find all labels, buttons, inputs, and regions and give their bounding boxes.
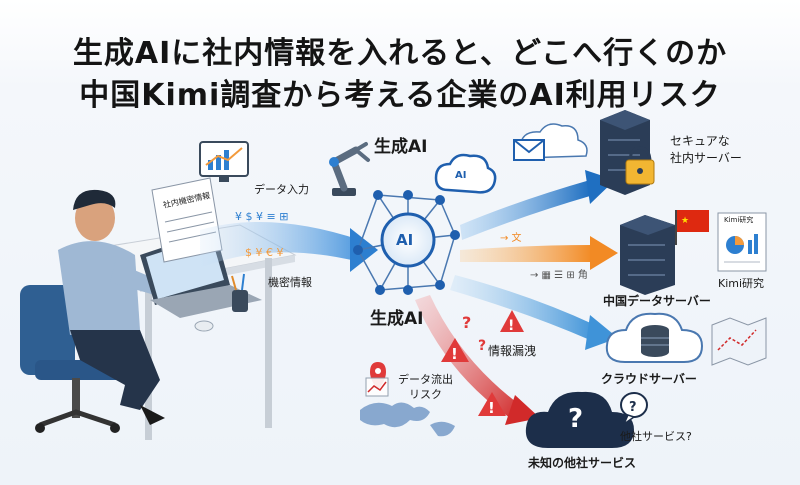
china-server-label: 中国データサーバー (603, 294, 711, 308)
gen-ai-bottom-label: 生成AI (370, 309, 424, 329)
monitor-chart-icon (199, 141, 249, 182)
cloud-server-label: クラウドサーバー (601, 372, 697, 386)
robot-arm-icon (329, 142, 370, 196)
leak-risk-label: データ流出 リスク (398, 373, 453, 401)
confidential-info-label: 機密情報 (268, 276, 312, 289)
svg-text:¥ $ ¥ ≡ ⊞: ¥ $ ¥ ≡ ⊞ (235, 210, 288, 223)
database-icon (641, 325, 669, 357)
flow-to-unknown-services (415, 295, 540, 425)
warning-icon: ! (500, 310, 524, 334)
ai-cloud-label: AI (455, 170, 467, 181)
email-icon (513, 123, 588, 161)
svg-text:?: ? (462, 313, 471, 332)
world-map-icon (360, 362, 455, 437)
flow-to-cloud-server (450, 275, 618, 350)
other-services-label: 他社サービス? (620, 430, 692, 443)
svg-text:!: ! (488, 399, 495, 417)
ai-hub-network (353, 190, 460, 295)
desk-scene (20, 141, 297, 440)
speech-bubble-icon: ? (620, 392, 648, 427)
warning-icon: ! (441, 338, 469, 363)
flag-icon: ★ (675, 210, 709, 245)
kimi-document-title: Kimi研究 (724, 216, 754, 224)
pen-holder-icon (231, 273, 248, 312)
map-icon (711, 317, 767, 366)
title-line-1: 生成AIに社内情報を入れると、どこへ行くのか (72, 36, 728, 71)
svg-text:$ ¥ € ¥: $ ¥ € ¥ (245, 246, 283, 259)
info-leak-label: 情報漏洩 (488, 344, 537, 358)
secure-server-label: セキュアな 社内サーバー (670, 134, 742, 165)
svg-text:→ ▦ ☰ ⊞ 角: → ▦ ☰ ⊞ 角 (530, 269, 588, 281)
svg-text:→ 文: → 文 (500, 231, 522, 244)
unknown-services-label: 未知の他社サービス (528, 456, 637, 470)
china-server-icon (620, 215, 675, 295)
ai-chip-label: AI (396, 231, 414, 249)
gen-ai-top-label: 生成AI (374, 137, 428, 157)
unknown-mark: ? (568, 404, 584, 434)
svg-text:?: ? (629, 400, 637, 415)
question-icon: ? ? (462, 313, 486, 354)
brain-icon (434, 153, 497, 194)
input-data-stream: ¥ $ ¥ ≡ ⊞ $ ¥ € ¥ (200, 210, 378, 272)
mouse-icon (194, 320, 214, 332)
warning-icon: ! (478, 392, 506, 417)
title-line-2: 中国Kimi調査から考える企業のAI利用リスク (79, 78, 721, 113)
svg-text:★: ★ (681, 216, 689, 226)
flow-to-china-server: → 文 → ▦ ☰ ⊞ 角 (460, 231, 618, 281)
kimi-document-icon (717, 212, 767, 272)
unknown-cloud-icon (525, 391, 634, 448)
data-input-label: データ入力 (254, 183, 309, 196)
svg-text:?: ? (478, 338, 486, 354)
lock-icon (625, 146, 655, 185)
svg-text:!: ! (508, 318, 514, 334)
kimi-research-label: Kimi研究 (718, 277, 765, 290)
svg-text:!: ! (451, 345, 458, 363)
